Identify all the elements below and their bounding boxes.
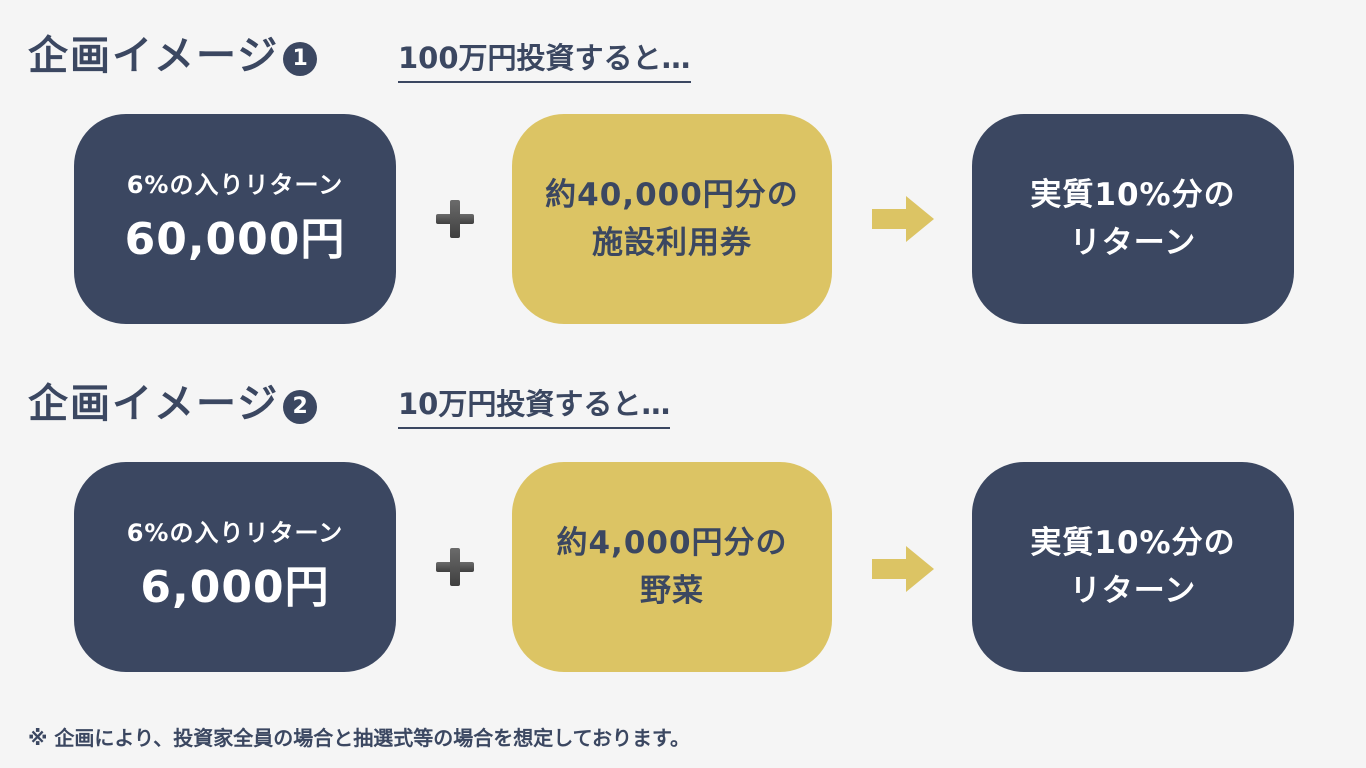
plan-2-heading-text: 企画イメージ [28, 381, 280, 427]
arrow-right-icon [872, 546, 934, 592]
plan-2-number-badge: 2 [283, 390, 318, 424]
plan-1-voucher-line1: 約40,000円分の [545, 176, 799, 213]
plan-2-effective-line2: リターン [1069, 573, 1197, 609]
plan-2-voucher-line1: 約4,000円分の [556, 524, 788, 561]
plan-2-return-box: 6%の入りリターン 6,000円 [74, 462, 396, 672]
arrow-right-icon [872, 196, 934, 242]
plan-1-subheading: 100万円投資すると… [398, 44, 691, 83]
plus-icon [436, 548, 474, 586]
plan-1-voucher-box: 約40,000円分の 施設利用券 [512, 114, 832, 324]
plan-1-voucher-line2: 施設利用券 [592, 225, 752, 261]
plan-2-effective-line1: 実質10%分の [1030, 524, 1236, 561]
plan-1-return-label: 6%の入りリターン [126, 171, 344, 200]
plan-2-effective-return-box: 実質10%分の リターン [972, 462, 1294, 672]
plan-2-voucher-line2: 野菜 [640, 573, 704, 609]
plan-1-effective-return-box: 実質10%分の リターン [972, 114, 1294, 324]
plan-1-return-amount: 60,000円 [124, 214, 346, 265]
plan-1-return-box: 6%の入りリターン 60,000円 [74, 114, 396, 324]
plan-1-heading-text: 企画イメージ [28, 33, 280, 79]
plan-1-number-badge: 1 [283, 42, 318, 76]
plan-2-return-amount: 6,000円 [140, 562, 330, 613]
plan-1-effective-line2: リターン [1069, 225, 1197, 261]
plan-2-return-label: 6%の入りリターン [126, 519, 344, 548]
plan-1-effective-line1: 実質10%分の [1030, 176, 1236, 213]
footnote: ※ 企画により、投資家全員の場合と抽選式等の場合を想定しております。 [28, 726, 691, 750]
plan-2-voucher-box: 約4,000円分の 野菜 [512, 462, 832, 672]
plan-2-subheading: 10万円投資すると… [398, 390, 671, 429]
plus-icon [436, 200, 474, 238]
